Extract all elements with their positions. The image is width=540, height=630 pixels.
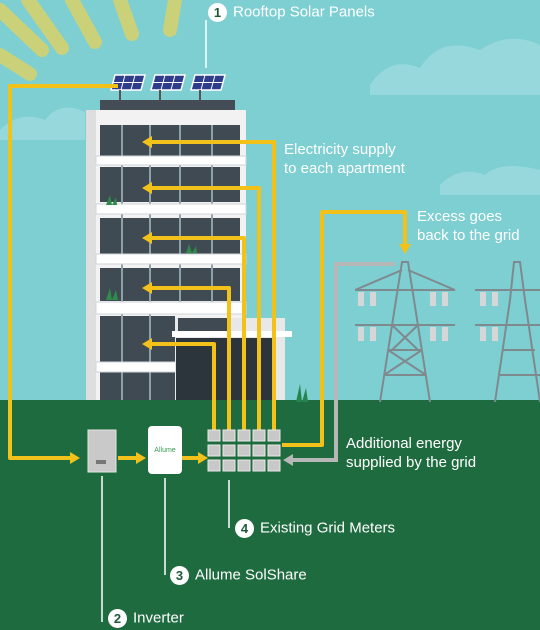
label-additional-energy: Additional energy supplied by the grid — [346, 435, 477, 471]
solshare-device-icon — [148, 426, 182, 474]
cloud-right — [370, 38, 540, 95]
label-excess-to-grid: Excess goes back to the grid — [417, 208, 520, 244]
transmission-tower-icon — [354, 261, 540, 403]
solar-panel-icon — [110, 74, 226, 100]
insulators — [358, 292, 498, 341]
badge-number: 4 — [235, 518, 254, 538]
badge-number: 2 — [108, 608, 127, 628]
flow-arrowheads — [70, 136, 411, 464]
grid-meter-icon — [207, 429, 281, 472]
leader-lines — [101, 20, 230, 622]
grid-supply-line — [283, 262, 395, 466]
label-electricity-supply: Electricity supply to each apartment — [284, 141, 405, 177]
solshare-logo: Allume — [154, 447, 176, 454]
badge-number: 1 — [208, 2, 227, 22]
cloud-left — [0, 107, 85, 140]
solar-flow-lines — [8, 84, 407, 460]
cloud-mid — [440, 166, 540, 195]
badge-number: 3 — [170, 565, 189, 585]
sun-rays-icon — [0, 0, 182, 81]
apartment-building — [86, 100, 292, 402]
inverter-icon — [87, 429, 117, 473]
